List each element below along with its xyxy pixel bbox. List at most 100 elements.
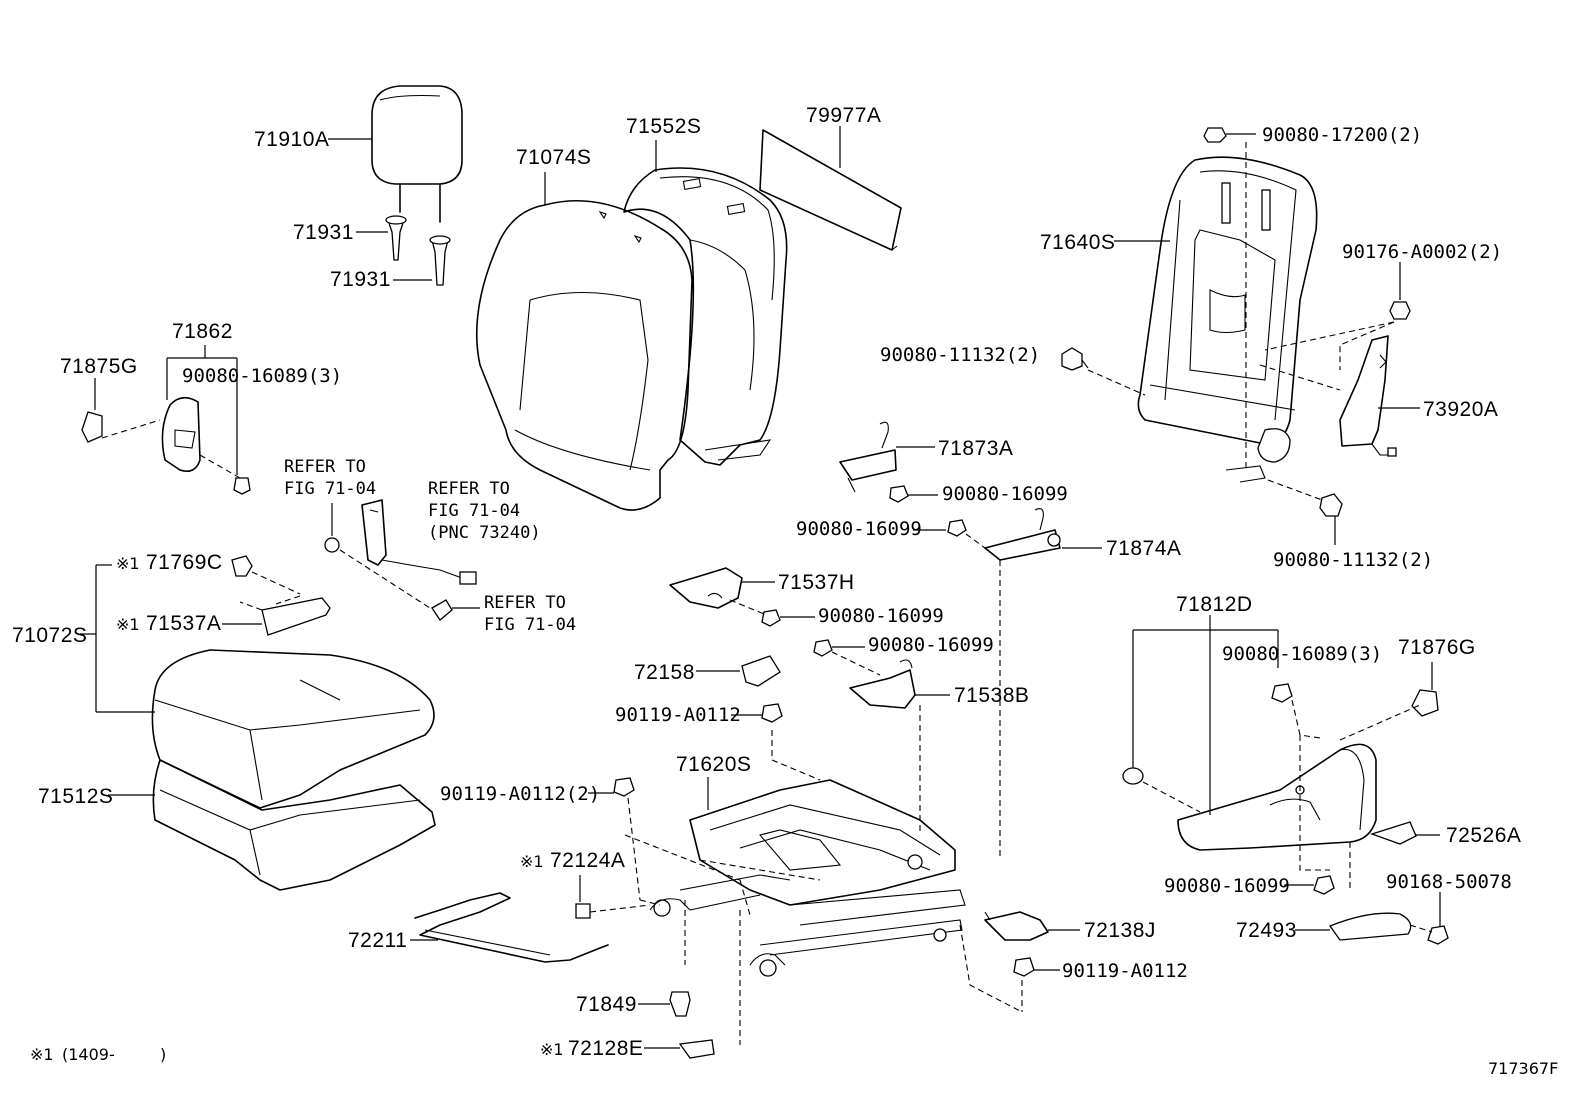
label-73920A: 73920A: [1423, 398, 1498, 421]
seatback-cover-drawing: [475, 200, 693, 511]
label-90080-11132-a: 90080-11132(2): [880, 344, 1040, 366]
bolt-11132-a: [1061, 347, 1089, 371]
cover-71875G: [81, 411, 103, 443]
label-71873A: 71873A: [938, 437, 1013, 460]
label-90080-16099-b: 90080-16099: [796, 518, 922, 540]
belt-anchor-a: [324, 537, 340, 553]
bolt-16099-c: [761, 609, 781, 627]
bracket-71537A: [261, 597, 331, 636]
label-90080-16099-d: 90080-16099: [868, 634, 994, 656]
label-90119-A0112-2: 90119-A0112(2): [440, 783, 600, 805]
label-90080-16099-a: 90080-16099: [942, 483, 1068, 505]
label-71862: 71862: [172, 320, 233, 343]
footnote-text: (1409-: [62, 1045, 115, 1064]
footnote-close: ): [160, 1045, 166, 1064]
bolt-11132-b: [1319, 493, 1343, 517]
label-72211: 72211: [348, 929, 407, 952]
wire-72211: [414, 892, 609, 963]
figure-id: 717367F: [1488, 1059, 1558, 1078]
bolt-90119-a: [761, 703, 783, 723]
back-board-drawing: [759, 129, 902, 251]
label-71875G: 71875G: [60, 355, 138, 378]
bolt-17200: [1203, 127, 1227, 143]
label-71849: 71849: [576, 993, 637, 1016]
footnote-mark: ※1: [30, 1045, 54, 1064]
bolt-16099-b: [947, 519, 967, 537]
label-90119-A0112-b: 90119-A0112: [1062, 960, 1188, 982]
headrest-guide-b: [429, 235, 451, 286]
label-71537H: 71537H: [778, 571, 855, 594]
label-90119-A0112-a: 90119-A0112: [615, 704, 741, 726]
seat-cushion-pad: [152, 759, 436, 891]
ref-1-line1: REFER TO: [284, 457, 366, 477]
label-71931-a: 71931: [293, 221, 354, 244]
cover-71876G: [1411, 689, 1439, 717]
label-71072S: 71072S: [12, 624, 87, 647]
bracket-71874A: [984, 508, 1061, 561]
ref-3-line1: REFER TO: [484, 593, 566, 613]
label-90080-16089-b: 90080-16089(3): [1222, 643, 1382, 665]
label-71620S: 71620S: [676, 753, 751, 776]
cover-72128E: [678, 1039, 715, 1059]
bolt-16099-e: [1313, 875, 1335, 895]
cover-71537H: [669, 567, 743, 609]
label-72493: 72493: [1236, 919, 1297, 942]
knob-72526A: [1369, 821, 1417, 845]
bolt-90119-b: [1013, 957, 1035, 977]
label-90080-17200: 90080-17200(2): [1262, 124, 1422, 146]
label-71512S: 71512S: [38, 785, 113, 808]
screw-16089-a: [233, 477, 251, 495]
nut-16089-b-left: [1122, 767, 1144, 785]
mark-72124A: ※1: [520, 852, 544, 871]
ref-2-line3: (PNC 73240): [428, 523, 541, 543]
label-90080-16099-c: 90080-16099: [818, 605, 944, 627]
ref-3-line2: FIG 71-04: [484, 615, 576, 635]
label-71769C: 71769C: [146, 551, 223, 574]
ref-2-line1: REFER TO: [428, 479, 510, 499]
label-72526A: 72526A: [1446, 824, 1521, 847]
label-71640S: 71640S: [1040, 231, 1115, 254]
ref-2-line2: FIG 71-04: [428, 501, 520, 521]
label-90168-50078: 90168-50078: [1386, 871, 1512, 893]
screw-16089-b: [1271, 683, 1293, 703]
label-71538B: 71538B: [954, 684, 1029, 707]
bracket-71873A: [839, 421, 897, 493]
label-71931-b: 71931: [330, 268, 391, 291]
label-71874A: 71874A: [1106, 537, 1181, 560]
seat-cushion-cover: [151, 649, 435, 809]
label-71876G: 71876G: [1398, 636, 1476, 659]
mark-72128E: ※1: [540, 1040, 564, 1059]
bolt-90119-2: [613, 777, 635, 797]
screw-50078: [1427, 925, 1449, 945]
seatback-frame-drawing: [1137, 156, 1318, 483]
knob-72493: [1328, 912, 1412, 941]
cover-71538B: [849, 659, 916, 709]
bolt-16099-a: [889, 485, 909, 503]
bolt-71849: [669, 991, 691, 1017]
clip-72124A: [575, 903, 591, 919]
mark-71537A: ※1: [116, 615, 140, 634]
label-72138J: 72138J: [1084, 919, 1156, 942]
label-72158: 72158: [634, 661, 695, 684]
label-90080-16089-a: 90080-16089(3): [182, 365, 342, 387]
clip-72158: [741, 655, 781, 687]
label-72128E: 72128E: [568, 1037, 643, 1060]
bolt-16099-d: [813, 639, 833, 657]
label-71812D: 71812D: [1176, 593, 1253, 616]
headrest-guide-a: [385, 215, 407, 261]
side-cover-73920A: [1339, 335, 1397, 457]
clip-71769C: [231, 555, 253, 577]
label-71910A: 71910A: [254, 128, 329, 151]
label-90176-A0002: 90176-A0002(2): [1342, 241, 1502, 263]
side-shield-71812D: [1177, 743, 1377, 851]
seat-adjuster-71620S: [649, 779, 966, 977]
label-72124A: 72124A: [550, 849, 625, 872]
recliner-cover-71862: [161, 396, 201, 473]
headrest-drawing: [371, 85, 463, 223]
nut-a0002: [1389, 301, 1411, 320]
label-79977A: 79977A: [806, 104, 881, 127]
label-71074S: 71074S: [516, 146, 591, 169]
label-71537A: 71537A: [146, 612, 221, 635]
label-90080-11132-b: 90080-11132(2): [1273, 549, 1433, 571]
